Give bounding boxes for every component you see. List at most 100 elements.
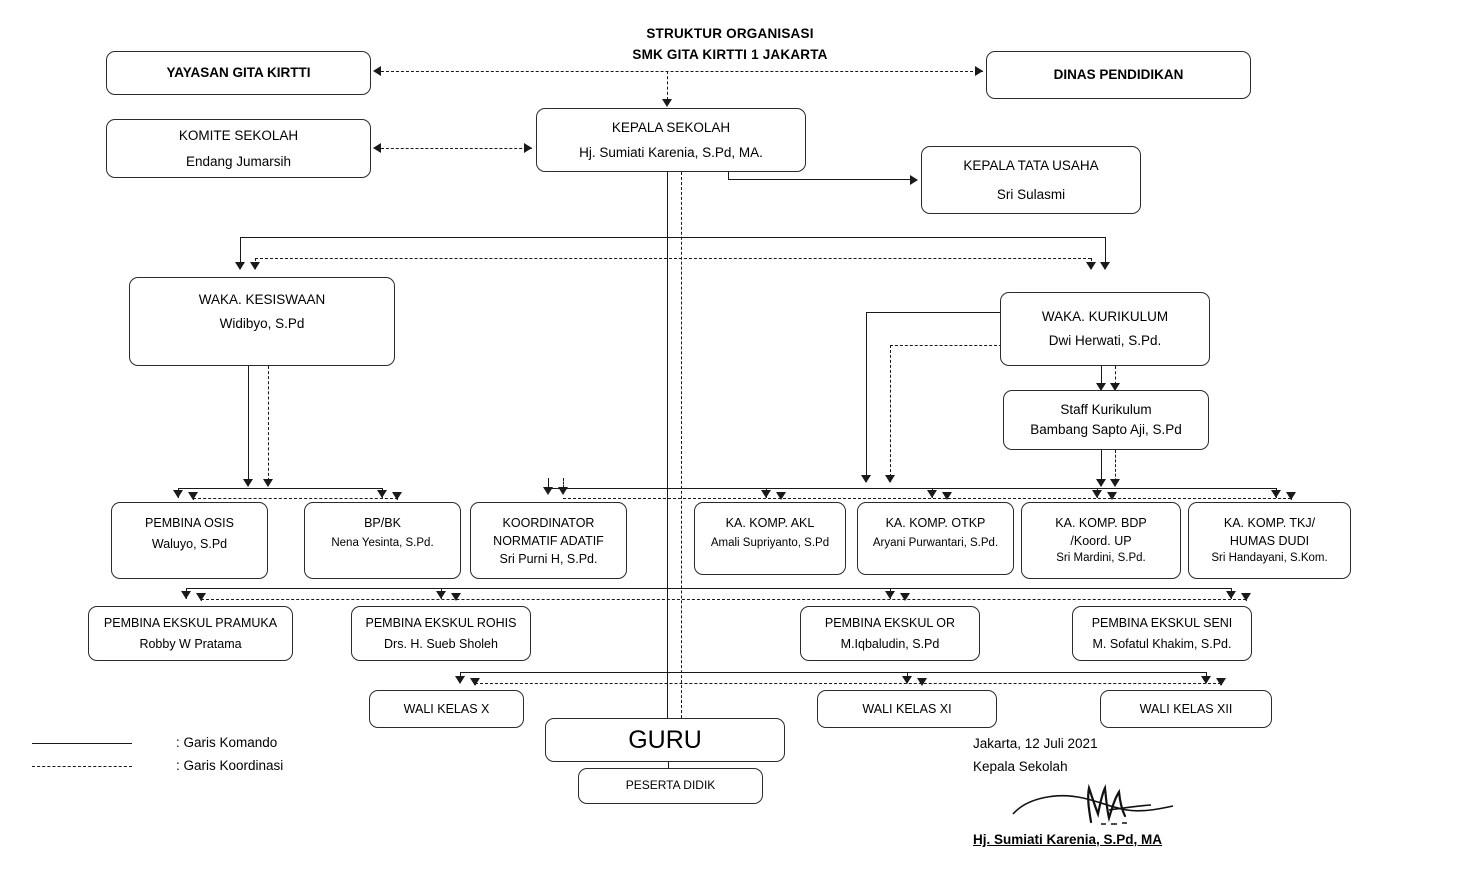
conn-kepala-tu-v [728, 172, 729, 180]
node-ka-komp-bdp[interactable]: KA. KOMP. BDP /Koord. UP Sri Mardini, S.… [1021, 502, 1181, 579]
node-wali-xii-line1: WALI KELAS XII [1139, 701, 1233, 716]
conn-yayasan-dinas-dashed [381, 71, 983, 72]
arrow-to-wali-xi-dashed [917, 678, 927, 686]
signature-place-date: Jakarta, 12 Juli 2021 [973, 736, 1098, 751]
node-ekskul-or-line2: M.Iqbaludin, S.Pd [840, 637, 940, 651]
conn-koordinator-v [548, 478, 549, 488]
arrow-to-staff-kurikulum-dashed [1110, 383, 1120, 391]
arrow-to-ekskul-or-dashed [900, 593, 910, 601]
node-waka-kurikulum-line2: Dwi Herwati, S.Pd. [1048, 333, 1162, 348]
conn-kurikulum-left-elbow-h [866, 312, 1002, 313]
node-koordinator-line2: NORMATIF ADATIF [493, 534, 604, 549]
node-guru-line1: GURU [628, 725, 702, 754]
node-wali-kelas-xi[interactable]: WALI KELAS XI [817, 690, 997, 728]
node-ka-bdp-line3: Sri Mardini, S.Pd. [1056, 552, 1146, 565]
conn-spine-to-kepala-dashed [667, 71, 668, 100]
conn-kurikulum-staff-dashed [1115, 366, 1116, 390]
node-bpbk-line2: Nena Yesinta, S.Pd. [331, 537, 434, 550]
arrow-to-koordinator-dashed [558, 487, 568, 495]
node-bpbk-line1: BP/BK [364, 516, 401, 530]
arrow-to-koordinator-solid [543, 487, 553, 495]
node-yayasan[interactable]: YAYASAN GITA KIRTTI [106, 51, 371, 95]
chart-title: STRUKTUR ORGANISASI SMK GITA KIRTTI 1 JA… [530, 24, 930, 66]
conn-dept-bus-solid [548, 488, 1276, 489]
arrow-to-ka-otkp-solid [927, 490, 937, 498]
node-staff-kurikulum-line1: Staff Kurikulum [1060, 402, 1152, 418]
node-ka-komp-akl[interactable]: KA. KOMP. AKL Amali Supriyanto, S.Pd [694, 502, 846, 575]
node-ka-komp-otkp[interactable]: KA. KOMP. OTKP Aryani Purwantari, S.Pd. [857, 502, 1014, 575]
node-ekskul-rohis-line1: PEMBINA EKSKUL ROHIS [365, 615, 517, 630]
node-pembina-ekskul-or[interactable]: PEMBINA EKSKUL OR M.Iqbaludin, S.Pd [800, 606, 980, 661]
node-waka-kesiswaan-line2: Widibyo, S.Pd [219, 315, 305, 331]
arrow-to-ekskul-seni-solid [1226, 591, 1236, 599]
node-ka-tkj-line3: Sri Handayani, S.Kom. [1211, 552, 1328, 565]
node-pembina-ekskul-seni[interactable]: PEMBINA EKSKUL SENI M. Sofatul Khakim, S… [1072, 606, 1252, 661]
conn-staff-to-deptbus-solid [1101, 450, 1102, 486]
conn-komite-kepala-dashed [381, 148, 532, 149]
node-komite-sekolah[interactable]: KOMITE SEKOLAH Endang Jumarsih [106, 119, 371, 178]
chart-title-line1: STRUKTUR ORGANISASI [646, 26, 814, 41]
node-wali-kelas-xii[interactable]: WALI KELAS XII [1100, 690, 1272, 728]
node-waka-kesiswaan[interactable]: WAKA. KESISWAAN Widibyo, S.Pd [129, 277, 395, 366]
conn-kepala-to-guru-dashed [681, 172, 682, 718]
node-koordinator-normatif-adatif[interactable]: KOORDINATOR NORMATIF ADATIF Sri Purni H,… [470, 502, 627, 579]
arrow-to-yayasan [373, 66, 381, 76]
arrow-to-waka-kurikulum-dashed [1086, 262, 1096, 270]
conn-kurikulum-left-elbow-v [866, 312, 867, 482]
conn-waka-bus-solid [240, 237, 1106, 238]
node-pembina-ekskul-pramuka[interactable]: PEMBINA EKSKUL PRAMUKA Robby W Pratama [88, 606, 293, 661]
node-waka-kesiswaan-line1: WAKA. KESISWAAN [198, 292, 326, 307]
conn-kurikulum-left-elbow-h-dashed [890, 345, 1002, 346]
arrow-to-waka-kesiswaan-dashed [250, 262, 260, 270]
arrow-to-dinas [975, 66, 983, 76]
node-ekskul-seni-line2: M. Sofatul Khakim, S.Pd. [1092, 637, 1232, 651]
arrow-to-ka-tkj-dashed [1286, 492, 1296, 500]
node-wali-x-line1: WALI KELAS X [403, 701, 490, 716]
node-guru[interactable]: GURU [545, 718, 785, 762]
node-ka-tkj-line2: HUMAS DUDI [1229, 534, 1310, 549]
arrow-to-ka-akl-solid [761, 490, 771, 498]
conn-kepala-tu-h [728, 179, 912, 180]
node-kepala-tata-usaha[interactable]: KEPALA TATA USAHA Sri Sulasmi [921, 146, 1141, 214]
conn-ekskul-bus-dashed [201, 599, 1246, 600]
node-waka-kurikulum-line1: WAKA. KURIKULUM [1041, 309, 1169, 325]
arrow-to-ekskul-seni-dashed [1241, 593, 1251, 601]
conn-wali-bus-solid [460, 672, 1206, 673]
node-pembina-ekskul-rohis[interactable]: PEMBINA EKSKUL ROHIS Drs. H. Sueb Sholeh [351, 606, 531, 661]
legend-koordinasi-line [32, 766, 132, 767]
node-kepala-sekolah[interactable]: KEPALA SEKOLAH Hj. Sumiati Karenia, S.Pd… [536, 108, 806, 172]
node-wali-kelas-x[interactable]: WALI KELAS X [369, 690, 524, 728]
node-peserta-didik[interactable]: PESERTA DIDIK [578, 768, 763, 804]
node-ka-bdp-line1: KA. KOMP. BDP [1055, 516, 1147, 530]
node-bp-bk[interactable]: BP/BK Nena Yesinta, S.Pd. [304, 502, 461, 579]
arrow-to-wali-xi-solid [902, 676, 912, 684]
arrow-to-staff-kurikulum-solid [1096, 383, 1106, 391]
node-ka-komp-tkj[interactable]: KA. KOMP. TKJ/ HUMAS DUDI Sri Handayani,… [1188, 502, 1351, 579]
arrow-to-pembina-osis-dashed [188, 492, 198, 500]
conn-staff-to-deptbus-dashed [1115, 450, 1116, 486]
arrow-to-ekskul-pramuka-solid [181, 591, 191, 599]
node-kepala-sekolah-line1: KEPALA SEKOLAH [611, 119, 731, 135]
legend-komando-line [32, 743, 132, 744]
node-kepala-tu-line2: Sri Sulasmi [996, 186, 1066, 202]
node-waka-kurikulum[interactable]: WAKA. KURIKULUM Dwi Herwati, S.Pd. [1000, 292, 1210, 366]
arrow-to-ka-bdp-dashed [1107, 492, 1117, 500]
arrow-to-wali-xii-dashed [1216, 678, 1226, 686]
arrow-to-kepala-sekolah [662, 99, 672, 107]
arrow-kurikulum-left-dashed [885, 475, 895, 483]
conn-koordinator-v-dashed [563, 478, 564, 488]
conn-wali-bus-dashed [475, 683, 1221, 684]
node-ka-tkj-line1: KA. KOMP. TKJ/ [1223, 516, 1316, 530]
node-ekskul-seni-line1: PEMBINA EKSKUL SENI [1091, 615, 1233, 630]
node-komite-line1: KOMITE SEKOLAH [178, 127, 299, 143]
arrow-to-wali-x-solid [455, 676, 465, 684]
node-staff-kurikulum[interactable]: Staff Kurikulum Bambang Sapto Aji, S.Pd [1003, 390, 1209, 450]
node-dinas-pendidikan[interactable]: DINAS PENDIDIKAN [986, 51, 1251, 99]
node-pembina-osis[interactable]: PEMBINA OSIS Waluyo, S.Pd [111, 502, 268, 579]
node-wali-xi-line1: WALI KELAS XI [862, 701, 952, 716]
arrow-kurikulum-left-solid [861, 475, 871, 483]
arrow-to-waka-kesiswaan-solid [235, 262, 245, 270]
conn-kesiswaan-down-solid [248, 366, 249, 486]
node-staff-kurikulum-line2: Bambang Sapto Aji, S.Pd [1030, 422, 1182, 437]
node-ka-otkp-line2: Aryani Purwantari, S.Pd. [872, 537, 999, 550]
